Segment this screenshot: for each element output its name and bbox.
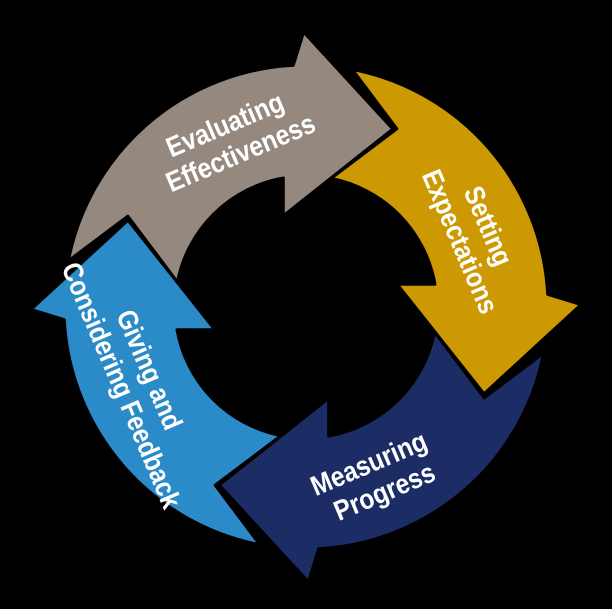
measuring-progress-arrow xyxy=(217,330,546,584)
evaluating-effectiveness-arrow xyxy=(66,30,395,284)
giving-and-considering-feedback-arrow xyxy=(29,218,283,547)
setting-expectations-arrow xyxy=(329,67,583,396)
arrow-segment-evaluating-effectiveness: Evaluating Effectiveness xyxy=(66,30,395,284)
arrow-segment-measuring-progress: Measuring Progress xyxy=(217,330,546,584)
arrow-segment-setting-expectations: Setting Expectations xyxy=(329,67,583,396)
